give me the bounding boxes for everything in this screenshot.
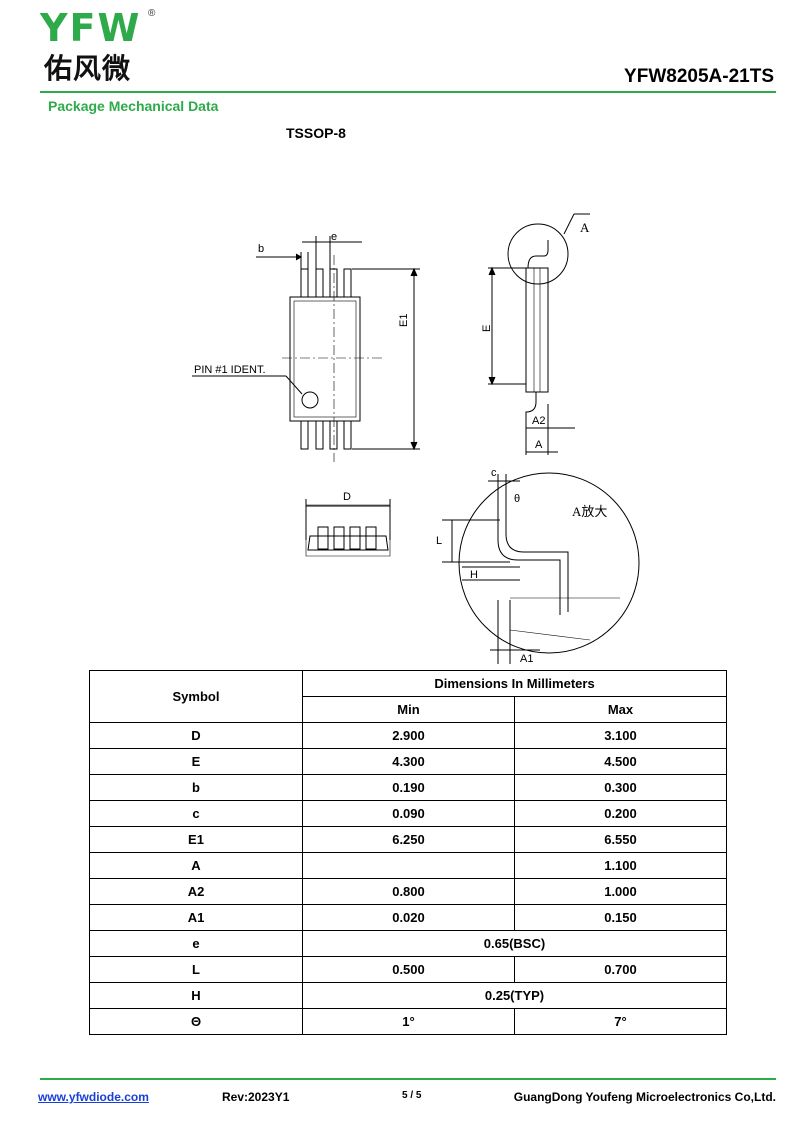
section-title: Package Mechanical Data [48,98,219,114]
cell-min: 0.090 [302,800,515,827]
label-b: b [258,243,264,255]
label-D: D [343,491,351,503]
company-logo: YFW ® 佑风微 [40,6,160,90]
cell-symbol: c [89,800,303,827]
cell-symbol: E [89,748,303,775]
cell-max: 0.700 [514,956,727,983]
cell-min: 0.800 [302,878,515,905]
package-name: TSSOP-8 [286,125,346,141]
label-theta: θ [514,493,520,505]
dimensions-table: Symbol Dimensions In Millimeters Min Max… [89,670,727,1035]
label-c: c [491,467,497,479]
label-pin1: PIN #1 IDENT. [194,364,266,376]
label-detail-A: A [580,220,590,235]
cell-symbol: b [89,774,303,801]
cell-symbol: A2 [89,878,303,905]
cell-min [302,852,515,879]
cell-symbol: D [89,722,303,749]
footer-divider [40,1078,776,1080]
label-L: L [436,535,442,547]
cell-max: 1.100 [514,852,727,879]
cell-value: 0.25(TYP) [302,982,727,1009]
cell-symbol: e [89,930,303,957]
label-e: e [331,231,337,243]
revision: Rev:2023Y1 [222,1090,290,1104]
cell-symbol: E1 [89,826,303,853]
cell-min: 0.020 [302,904,515,931]
page-number: 5 / 5 [402,1090,422,1101]
cell-max: 4.500 [514,748,727,775]
cell-min: 6.250 [302,826,515,853]
cell-min: 4.300 [302,748,515,775]
cell-max: 1.000 [514,878,727,905]
label-A: A [535,439,543,451]
header-divider [40,91,776,93]
cell-max: 7° [514,1008,727,1035]
cell-symbol: H [89,982,303,1009]
logo-letters: YFW [40,6,142,50]
label-H: H [470,569,478,581]
header-symbol: Symbol [89,670,303,723]
cell-max: 0.300 [514,774,727,801]
label-A1: A1 [520,653,533,665]
cell-max: 3.100 [514,722,727,749]
label-A2: A2 [532,415,545,427]
label-E: E [481,325,493,332]
company-name: GuangDong Youfeng Microelectronics Co,Lt… [513,1090,776,1104]
cell-min: 0.500 [302,956,515,983]
cell-symbol: Θ [89,1008,303,1035]
cell-symbol: L [89,956,303,983]
pin1-indicator [301,391,319,409]
cell-value: 0.65(BSC) [302,930,727,957]
top-view-body [289,296,361,422]
zoom-detail-circle [458,472,640,654]
part-number: YFW8205A-21TS [624,66,774,87]
table-row: A 1.100 [89,852,727,879]
cell-symbol: A1 [89,904,303,931]
registered-mark: ® [148,8,156,19]
cell-symbol: A [89,852,303,879]
cell-max: 6.550 [514,826,727,853]
label-zoom: A放大 [572,504,607,519]
label-E1: E1 [398,314,410,327]
header-max: Max [514,696,727,723]
cell-max: 0.200 [514,800,727,827]
header-dimensions-group: Dimensions In Millimeters [302,670,727,697]
website-link[interactable]: www.yfwdiode.com [38,1090,149,1104]
mechanical-drawing: b e E1 PIN #1 IDENT. E A A2 A D c θ A放大 … [192,213,640,665]
cell-max: 0.150 [514,904,727,931]
cell-min: 0.190 [302,774,515,801]
header-min: Min [302,696,515,723]
cell-min: 2.900 [302,722,515,749]
logo-chinese-name: 佑风微 [44,52,132,85]
cell-min: 1° [302,1008,515,1035]
